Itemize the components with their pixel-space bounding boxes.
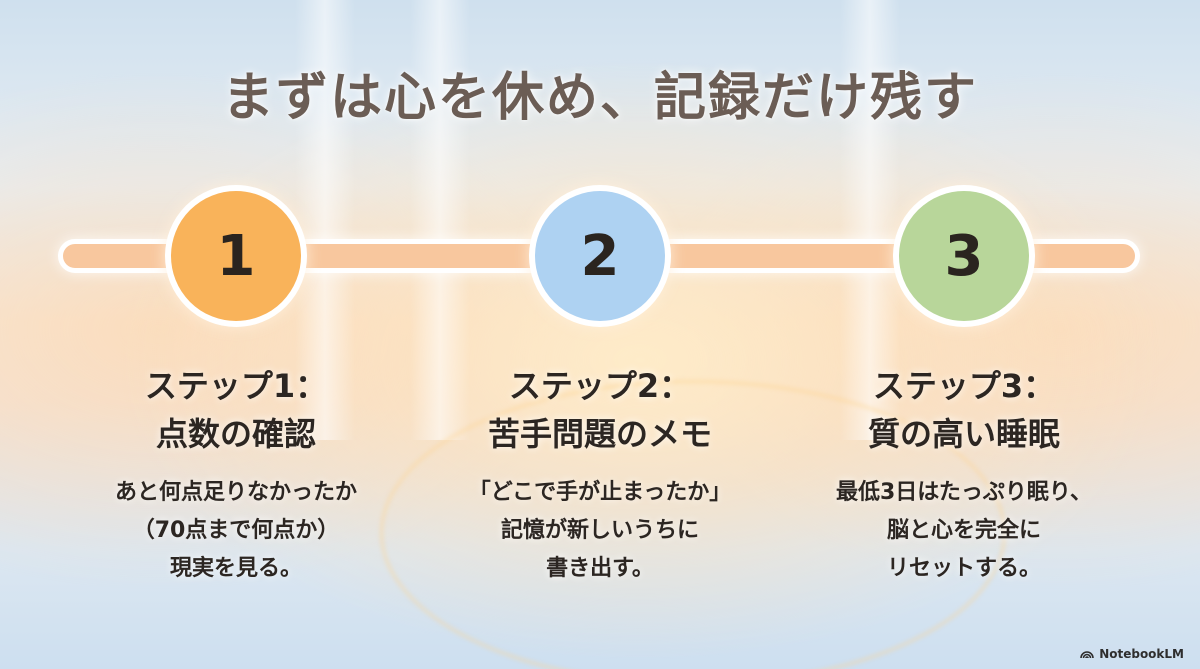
step-3-circle: 3 (893, 185, 1035, 327)
step-1-circle: 1 (165, 185, 307, 327)
step-1-description: あと何点足りなかったか （70点まで何点か） 現実を見る。 (36, 474, 436, 588)
step-1-description-line-3: 現実を見る。 (169, 556, 302, 581)
step-3-heading-line-2: 質の高い睡眠 (867, 415, 1060, 453)
step-3-description-line-2: 脳と心を完全に (886, 518, 1041, 543)
step-2-description-line-3: 書き出す。 (546, 556, 654, 581)
step-2-heading: ステップ2： 苦手問題のメモ (410, 362, 790, 458)
step-1-number: 1 (216, 223, 256, 289)
step-3-number: 3 (944, 223, 984, 289)
step-1-heading: ステップ1： 点数の確認 (46, 362, 426, 458)
background-light-swirl (380, 380, 1006, 669)
background-light-pillar-right (840, 0, 900, 440)
background-light-pillar-left (295, 0, 355, 440)
step-3-description-line-3: リセットする。 (886, 556, 1041, 581)
notebooklm-branding: NotebookLM (1080, 647, 1184, 661)
step-2-heading-line-1: ステップ2： (508, 367, 692, 405)
step-3-heading: ステップ3： 質の高い睡眠 (774, 362, 1154, 458)
step-1-heading-line-2: 点数の確認 (155, 415, 316, 453)
step-3-description-line-1: 最低3日はたっぷり眠り、 (836, 480, 1092, 505)
step-3-description: 最低3日はたっぷり眠り、 脳と心を完全に リセットする。 (764, 474, 1164, 588)
step-1-heading-line-1: ステップ1： (144, 367, 328, 405)
notebooklm-label: NotebookLM (1099, 647, 1184, 661)
page-title: まずは心を休め、記録だけ残す (221, 68, 978, 128)
step-2-description-line-1: 「どこで手が止まったか」 (468, 480, 732, 505)
step-2-number: 2 (580, 223, 620, 289)
step-2-circle: 2 (529, 185, 671, 327)
step-1-description-line-2: （70点まで何点か） (132, 518, 340, 543)
step-2-description: 「どこで手が止まったか」 記憶が新しいうちに 書き出す。 (400, 474, 800, 588)
step-1-description-line-1: あと何点足りなかったか (114, 480, 357, 505)
background-light-pillar-center (410, 0, 470, 440)
step-3-heading-line-1: ステップ3： (872, 367, 1056, 405)
step-2-description-line-2: 記憶が新しいうちに (500, 518, 699, 543)
step-2-heading-line-2: 苦手問題のメモ (487, 415, 712, 453)
notebooklm-logo-icon (1080, 651, 1094, 659)
